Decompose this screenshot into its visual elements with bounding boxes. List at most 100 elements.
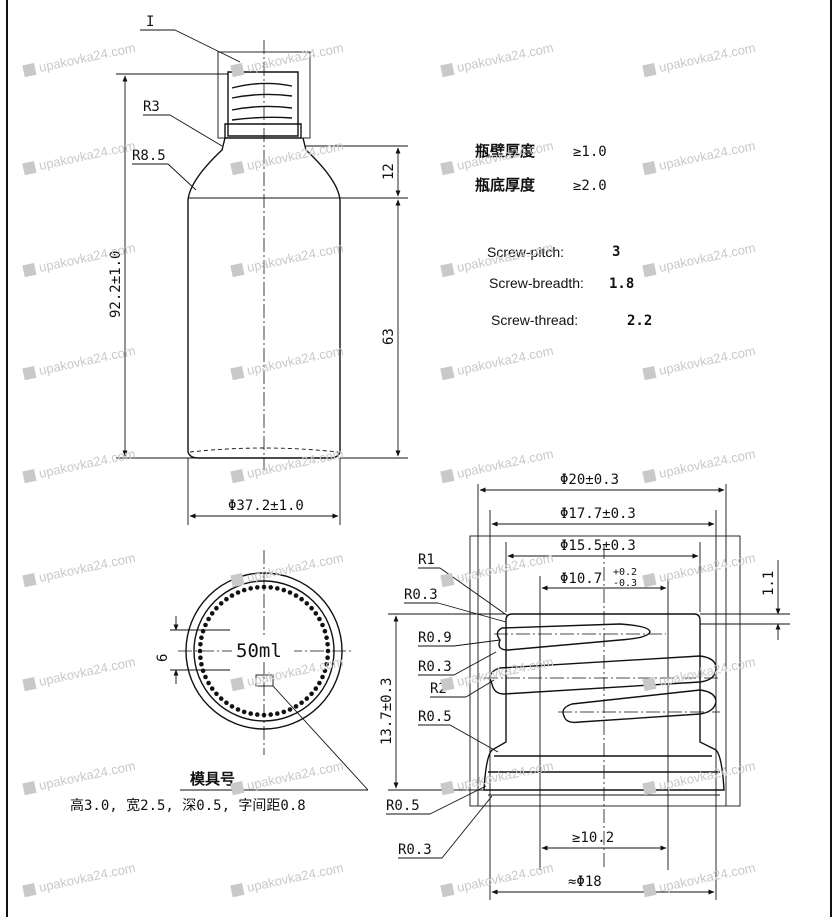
stipple-dot xyxy=(293,593,299,598)
watermark-text: upakovka24.com xyxy=(38,654,137,689)
stipple-dot xyxy=(206,616,211,622)
bottom-thickness-label: 瓶底厚度 xyxy=(475,176,536,194)
stipple-dot xyxy=(224,700,229,706)
watermark-logo-icon xyxy=(642,781,657,796)
screw-breadth-value: 1.8 xyxy=(609,276,634,292)
stipple-dot xyxy=(309,691,314,697)
watermark: upakovka24.com xyxy=(22,343,137,381)
watermark-logo-icon xyxy=(22,573,37,588)
stipple-dot xyxy=(324,635,329,640)
bottle-side-view xyxy=(116,29,408,525)
watermark: upakovka24.com xyxy=(440,40,555,78)
stipple-dot xyxy=(304,696,310,701)
stipple-dot xyxy=(203,674,208,680)
stipple-dot xyxy=(235,590,241,595)
stipple-dot xyxy=(254,585,260,590)
watermark: upakovka24.com xyxy=(22,446,137,484)
neck-bore-tol-down: -0.3 xyxy=(613,578,637,589)
stipple-dot xyxy=(281,587,287,593)
watermark-logo-icon xyxy=(440,366,455,381)
stipple-dot xyxy=(299,700,304,706)
bottle-detail-marker: I xyxy=(146,14,154,30)
neck-r05-a: R0.5 xyxy=(418,709,452,725)
stipple-dot xyxy=(325,642,330,647)
stipple-dot xyxy=(209,686,215,691)
neck-approx-diameter: ≈Φ18 xyxy=(568,874,602,890)
stipple-dot xyxy=(229,593,235,598)
watermark-logo-icon xyxy=(230,781,245,796)
neck-thread-diameter: Φ17.7±0.3 xyxy=(560,506,636,522)
stipple-dot xyxy=(214,605,219,611)
stipple-dot xyxy=(325,655,330,660)
capacity-label: 50ml xyxy=(236,640,282,662)
watermark-logo-icon xyxy=(642,63,657,78)
bottle-r-shoulder: R8.5 xyxy=(132,148,166,164)
base-stipple-ring xyxy=(197,584,331,718)
watermark: upakovka24.com xyxy=(440,550,555,588)
neck-bore-diameter: Φ10.7 xyxy=(560,571,602,587)
stipple-dot xyxy=(261,584,267,590)
watermark-logo-icon xyxy=(230,366,245,381)
stipple-dot xyxy=(313,686,319,691)
stipple-dot xyxy=(241,709,247,715)
watermark-text: upakovka24.com xyxy=(658,138,757,173)
stipple-dot xyxy=(248,711,253,716)
watermark-text: upakovka24.com xyxy=(658,240,757,275)
watermark-logo-icon xyxy=(440,883,455,898)
stipple-dot xyxy=(268,585,274,590)
watermark-logo-icon xyxy=(22,469,37,484)
stipple-dot xyxy=(224,596,229,602)
watermark-logo-icon xyxy=(440,263,455,278)
watermark-text: upakovka24.com xyxy=(246,446,345,481)
stipple-dot xyxy=(218,696,224,701)
neck-height-dim: 13.7±0.3 xyxy=(379,678,395,745)
watermark: upakovka24.com xyxy=(230,343,345,381)
bottom-thickness-value: ≥2.0 xyxy=(573,178,607,194)
watermark-logo-icon xyxy=(642,263,657,278)
watermark-text: upakovka24.com xyxy=(658,758,757,793)
stipple-dot xyxy=(209,611,215,616)
stipple-dot xyxy=(304,601,310,606)
stipple-dot xyxy=(287,590,293,595)
bottle-height-dim: 92.2±1.0 xyxy=(108,251,124,318)
watermark: upakovka24.com xyxy=(440,860,555,898)
watermark-logo-icon xyxy=(230,677,245,692)
stipple-dot xyxy=(214,691,219,697)
watermark: upakovka24.com xyxy=(642,40,757,78)
bottle-shoulder-dim: 12 xyxy=(381,163,397,180)
neck-inner-min-diameter: ≥10.2 xyxy=(572,830,614,846)
stipple-dot xyxy=(317,616,322,622)
stipple-dot xyxy=(322,668,328,674)
watermark: upakovka24.com xyxy=(22,550,137,588)
watermark-logo-icon xyxy=(230,573,245,588)
neck-root-diameter: Φ15.5±0.3 xyxy=(560,538,636,554)
mold-number-title: 模具号 xyxy=(190,770,235,788)
watermark-logo-icon xyxy=(230,161,245,176)
watermark-logo-icon xyxy=(22,677,37,692)
watermark: upakovka24.com xyxy=(230,758,345,796)
watermark-text: upakovka24.com xyxy=(456,446,555,481)
watermark-text: upakovka24.com xyxy=(658,860,757,895)
stipple-dot xyxy=(198,642,203,647)
stipple-dot xyxy=(248,586,253,591)
watermark-logo-icon xyxy=(22,263,37,278)
stipple-dot xyxy=(313,611,319,616)
watermark: upakovka24.com xyxy=(22,654,137,692)
watermark-text: upakovka24.com xyxy=(658,550,757,585)
screw-pitch-value: 3 xyxy=(612,244,620,260)
neck-bore-tol-up: +0.2 xyxy=(613,567,637,578)
watermark-text: upakovka24.com xyxy=(38,343,137,378)
watermark: upakovka24.com xyxy=(642,860,757,898)
neck-r03-a: R0.3 xyxy=(404,587,438,603)
stipple-dot xyxy=(199,635,204,640)
watermark: upakovka24.com xyxy=(230,446,345,484)
neck-r03-b: R0.3 xyxy=(418,659,452,675)
watermark: upakovka24.com xyxy=(642,446,757,484)
watermark-text: upakovka24.com xyxy=(456,343,555,378)
watermark-logo-icon xyxy=(22,161,37,176)
watermark-logo-icon xyxy=(440,677,455,692)
watermark: upakovka24.com xyxy=(230,860,345,898)
bottle-base-view xyxy=(170,550,369,791)
watermark: upakovka24.com xyxy=(22,40,137,78)
stipple-dot xyxy=(275,711,280,716)
